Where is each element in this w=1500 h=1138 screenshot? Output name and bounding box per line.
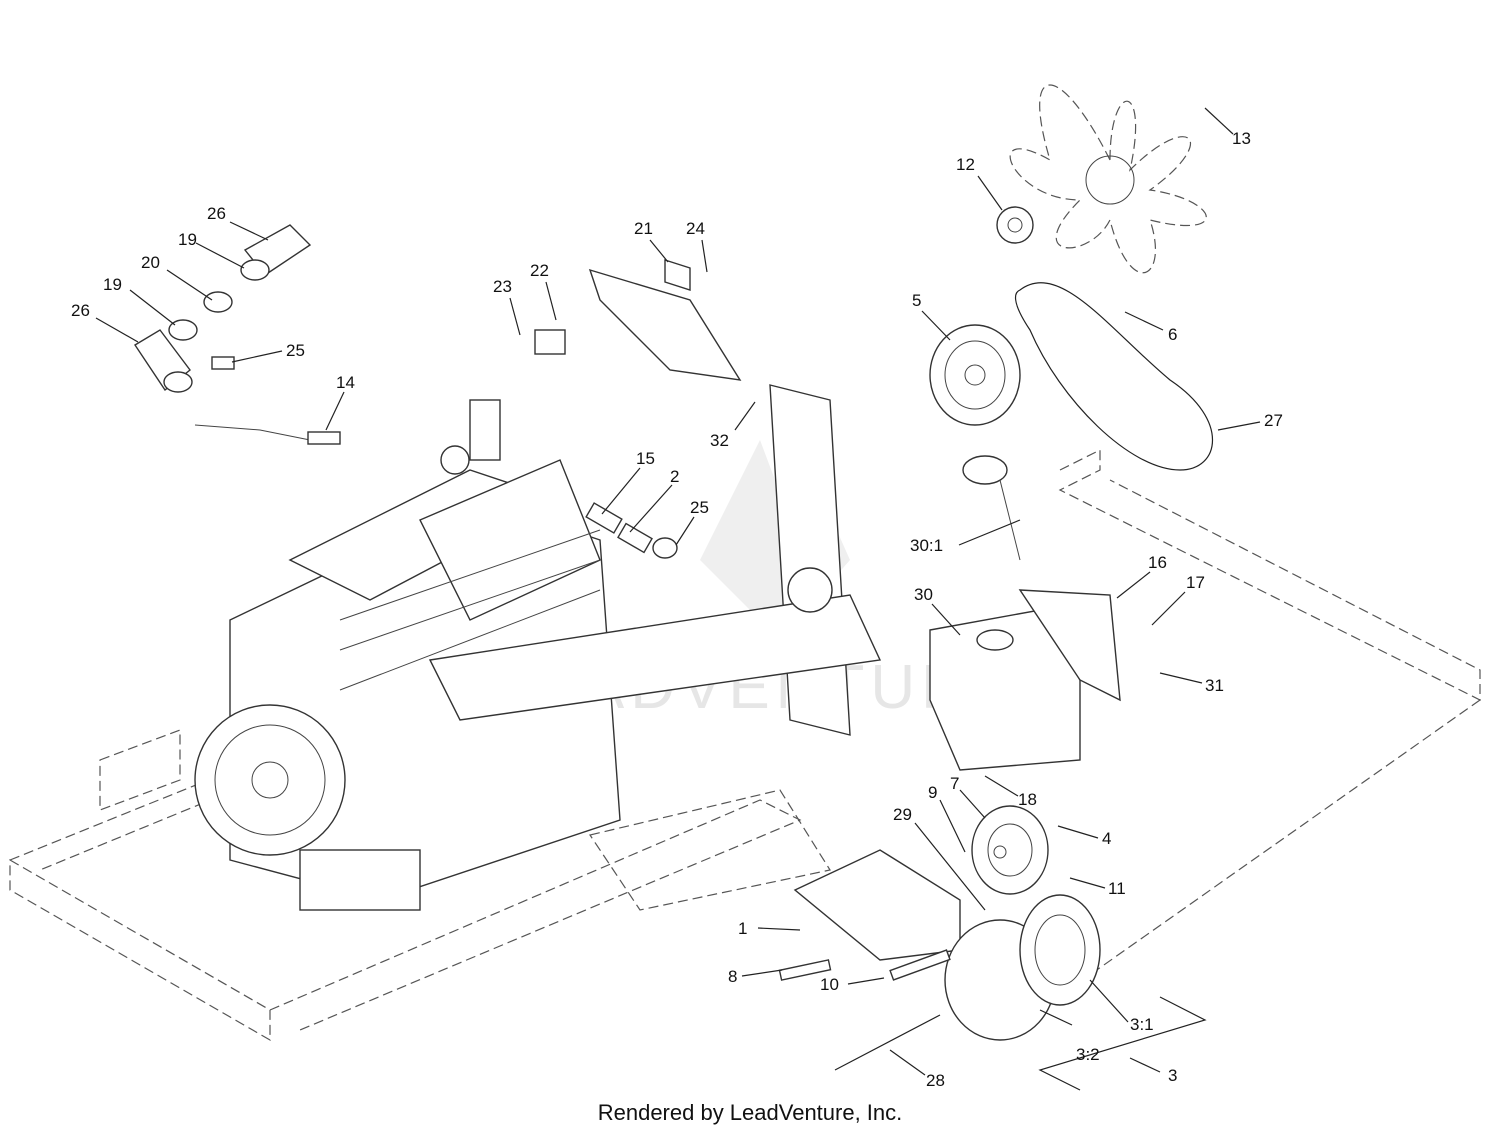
callout-32: 32 [710,431,729,450]
callout-7: 7 [950,774,959,793]
callout-28: 28 [926,1071,945,1090]
coolant-reservoir [929,455,1121,771]
callout-13: 13 [1232,129,1251,148]
callout-26-top: 26 [207,204,226,223]
callout-19-top: 19 [178,230,197,249]
cooling-fan [996,84,1207,274]
callout-2: 2 [670,467,679,486]
coolant-hoses [134,224,312,393]
callout-30: 30 [914,585,933,604]
callout-6: 6 [1168,325,1177,344]
callout-25-right: 25 [690,498,709,517]
hose-fittings [585,502,678,559]
callout-4: 4 [1102,829,1111,848]
callout-3: 3 [1168,1066,1177,1085]
callout-8: 8 [728,967,737,986]
callout-19-lower: 19 [103,275,122,294]
callout-26-lower: 26 [71,301,90,320]
pulley-belt-assembly [929,282,1213,895]
engine-block [194,399,621,911]
callout-25-left: 25 [286,341,305,360]
callout-27: 27 [1264,411,1283,430]
callout-9: 9 [928,783,937,802]
callout-24: 24 [686,219,705,238]
callout-31: 31 [1205,676,1224,695]
callout-15: 15 [636,449,655,468]
callout-5: 5 [912,291,921,310]
callout-22: 22 [530,261,549,280]
callout-10: 10 [820,975,839,994]
callout-23: 23 [493,277,512,296]
callout-18: 18 [1018,790,1037,809]
ac-compressor [778,849,1101,1071]
callout-labels: 26 19 20 19 26 25 21 24 22 23 14 12 13 5… [71,129,1283,1090]
callout-29: 29 [893,805,912,824]
callout-14: 14 [336,373,355,392]
callout-30-1: 30:1 [910,536,943,555]
relay-bracket [534,259,742,381]
callout-11: 11 [1108,879,1126,898]
leader-lines [95,107,1261,1091]
callout-20: 20 [141,253,160,272]
temperature-sender [194,424,341,445]
callout-12: 12 [956,155,975,174]
callout-21: 21 [634,219,653,238]
mounting-bracket [428,384,882,736]
callout-1: 1 [738,919,747,938]
callout-17: 17 [1186,573,1205,592]
callout-16: 16 [1148,553,1167,572]
callout-3-2: 3:2 [1076,1045,1100,1064]
callout-3-1: 3:1 [1130,1015,1154,1034]
footer-credit: Rendered by LeadVenture, Inc. [597,1100,903,1125]
